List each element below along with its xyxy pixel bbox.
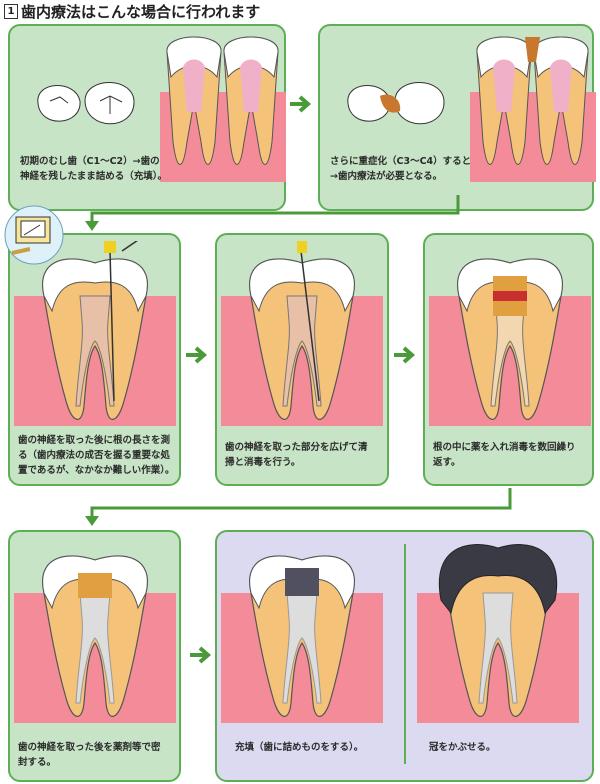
arrow-right-icon	[394, 346, 416, 364]
tooth-illustration-file	[14, 241, 176, 426]
root-canal	[282, 295, 322, 407]
filling	[285, 568, 319, 596]
root-filling	[478, 592, 518, 704]
step-4-caption-line: 掃と消毒を行う。	[225, 457, 301, 468]
tooth	[223, 36, 279, 165]
step-2-caption-line: さらに重症化（C3～C4）すると	[330, 156, 472, 167]
step-8-caption-line: 冠をかぶせる。	[429, 742, 496, 753]
file-instrument	[300, 250, 320, 402]
tooth-illustration-fill	[221, 555, 383, 723]
enamel	[42, 258, 148, 313]
connector-arrow	[85, 195, 460, 231]
step-1-panel: 初期のむし歯（C1～C2）→歯の 神経を残したまま詰める（充填）。	[8, 24, 286, 211]
tooth	[476, 36, 532, 165]
file-instrument	[109, 241, 138, 402]
caries	[525, 37, 540, 62]
step-3-caption-line: る（歯内療法の成否を握る重要な処	[18, 450, 171, 461]
pulp	[183, 59, 205, 112]
tooth-illustration-crown	[417, 544, 579, 723]
tooth-illustration-clean	[221, 241, 383, 426]
tooth-illustration-medicate	[429, 258, 591, 426]
tooth	[166, 36, 222, 165]
crown-cap	[438, 544, 558, 615]
root-filling	[75, 592, 115, 704]
step-5-caption-line: 返す。	[433, 457, 461, 468]
temporary-seal	[78, 573, 112, 598]
tooth	[533, 36, 589, 165]
medicine	[493, 291, 527, 301]
title-text: 歯内療法はこんな場合に行われます	[21, 3, 261, 21]
apex-locator-device-icon	[4, 205, 64, 265]
occlusal-view-teeth-decayed	[347, 82, 445, 125]
step-1-caption-line: 初期のむし歯（C1～C2）→歯の	[20, 156, 160, 167]
step-6-caption-line: 歯の神経を取った後を薬剤等で密	[18, 742, 161, 753]
connector-arrow	[85, 488, 512, 526]
tooth-illustration-pair-decay	[470, 36, 596, 182]
step-5-panel: 根の中に薬を入れ消毒を数回繰り 返す。	[423, 233, 594, 486]
enamel	[249, 555, 355, 610]
step-4-panel: 歯の神経を取った部分を広げて清 掃と消毒を行う。	[215, 233, 389, 486]
file-handle	[104, 241, 116, 253]
tooth-illustration-pair	[160, 36, 286, 182]
root-filling	[282, 592, 322, 704]
section-number: 1	[4, 4, 18, 19]
step-3-caption-line: 置であるが、なかなか難しい作業）。	[18, 465, 175, 476]
tooth-illustration-seal	[14, 555, 176, 723]
diagram-title: 1 歯内療法はこんな場合に行われます	[4, 1, 260, 22]
step-3-panel: 歯の神経を取った後に根の長さを測 る（歯内療法の成否を握る重要な処 置であるが、…	[8, 233, 181, 486]
enamel	[249, 258, 355, 313]
arrow-right-icon	[190, 646, 212, 664]
step-6-panel: 歯の神経を取った後を薬剤等で密 封する。	[8, 530, 181, 782]
panel-divider	[404, 544, 406, 764]
step-6-caption-line: 封する。	[18, 757, 57, 768]
enamel	[457, 258, 563, 313]
step-5-caption-line: 根の中に薬を入れ消毒を数回繰り	[433, 442, 576, 453]
pulp	[493, 59, 515, 112]
arrow-right-icon	[186, 346, 208, 364]
enamel	[166, 36, 222, 79]
step-1-caption-line: 神経を残したまま詰める（充填）。	[20, 171, 167, 182]
step-2-caption-line: →歯内療法が必要となる。	[330, 171, 443, 182]
enamel	[533, 36, 589, 79]
enamel	[42, 555, 148, 610]
root-canal	[490, 295, 530, 407]
step-3-caption-line: 歯の神経を取った後に根の長さを測	[18, 435, 171, 446]
pulp	[550, 59, 572, 112]
arrow-right-icon	[290, 95, 312, 113]
step-4-caption-line: 歯の神経を取った部分を広げて清	[225, 442, 368, 453]
root-canal	[75, 295, 115, 407]
occlusal-view-teeth	[37, 82, 135, 125]
enamel	[223, 36, 279, 79]
step-7-caption-line: 充填（歯に詰めものをする）。	[235, 742, 364, 753]
pulp	[240, 59, 262, 112]
step-2-panel: さらに重症化（C3～C4）すると →歯内療法が必要となる。	[318, 24, 596, 211]
file-handle	[297, 241, 307, 253]
final-steps-panel: 充填（歯に詰めものをする）。 冠をかぶせる。	[215, 530, 594, 782]
